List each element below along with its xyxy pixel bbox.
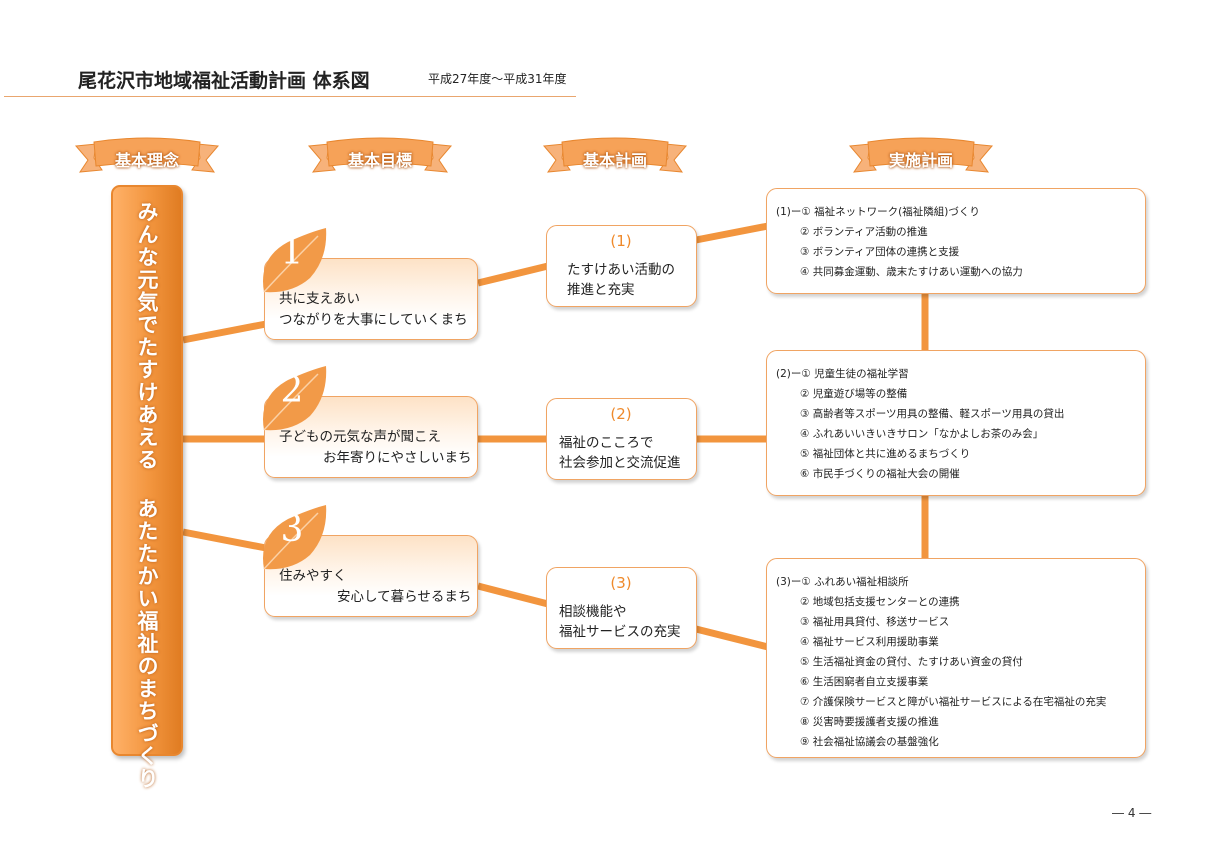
implementation-item: (1)ー① 福祉ネットワーク(福祉隣組)づくり (776, 206, 980, 218)
implementation-item: ② 児童遊び場等の整備 (800, 388, 908, 400)
implementation-item: (3)ー① ふれあい福祉相談所 (776, 576, 909, 588)
connector-goal3-plan3 (477, 582, 549, 608)
plan-line: たすけあい活動の (567, 262, 675, 278)
title-underline (4, 96, 576, 97)
plan-line: 福祉サービスの充実 (559, 624, 681, 640)
ribbon-icon (74, 137, 220, 173)
leaf-icon (263, 228, 327, 293)
implementation-item: ③ 福祉用具貸付、移送サービス (800, 616, 950, 628)
plan-line: 推進と充実 (567, 282, 635, 298)
ribbon-icon (848, 137, 994, 173)
column-header-basic-goals: 基本目標 (305, 136, 455, 180)
implementation-item: ⑧ 災害時要援護者支援の推進 (800, 716, 939, 728)
connector-motto-goal3 (182, 528, 267, 552)
leaf-badge-1: 1 (258, 228, 338, 300)
implementation-item: ② ボランティア活動の推進 (800, 226, 928, 238)
column-header-basic-plan: 基本計画 (540, 136, 690, 180)
implementation-item: ④ 福祉サービス利用援助事業 (800, 636, 939, 648)
implementation-item: ⑤ 生活福祉資金の貸付、たすけあい資金の貸付 (800, 656, 1023, 668)
implementation-item: ③ 高齢者等スポーツ用具の整備、軽スポーツ用具の貸出 (800, 408, 1065, 420)
leaf-icon (263, 505, 327, 570)
goal-number: 1 (280, 232, 304, 273)
plan-number: (3) (610, 574, 632, 592)
column-header-implementation-plan: 実施計画 (846, 136, 996, 180)
leaf-badge-3: 3 (258, 505, 338, 577)
page-number: ― 4 ― (1112, 806, 1152, 820)
implementation-box-1: (1)ー① 福祉ネットワーク(福祉隣組)づくり ② ボランティア活動の推進 ③ … (766, 188, 1146, 294)
connector-plan1-impl1 (695, 222, 769, 244)
implementation-list: (3)ー① ふれあい福祉相談所 ② 地域包括支援センターとの連携 ③ 福祉用具貸… (767, 559, 1145, 752)
plan-line: 相談機能や (559, 604, 627, 620)
implementation-item: ⑨ 社会福祉協議会の基盤強化 (800, 736, 939, 748)
implementation-box-2: (2)ー① 児童生徒の福祉学習 ② 児童遊び場等の整備 ③ 高齢者等スポーツ用具… (766, 350, 1146, 496)
plan-box-3: (3) 相談機能や 福祉サービスの充実 (546, 567, 697, 649)
leaf-icon (263, 366, 327, 431)
goal-line: 共に支えあい (279, 291, 360, 307)
plan-line: 社会参加と交流促進 (559, 455, 681, 471)
implementation-item: ⑥ 市民手づくりの福祉大会の開催 (800, 468, 960, 480)
connector-goal1-plan1 (477, 262, 549, 287)
column-header-basic-philosophy: 基本理念 (72, 136, 222, 180)
implementation-item: ③ ボランティア団体の連携と支援 (800, 246, 960, 258)
implementation-item: ⑤ 福祉団体と共に進めるまちづくり (800, 448, 971, 460)
goal-line: 子どもの元気な声が聞こえ (279, 429, 441, 445)
plan-box-2: (2) 福祉のこころで 社会参加と交流促進 (546, 398, 697, 480)
implementation-item: (2)ー① 児童生徒の福祉学習 (776, 368, 909, 380)
goal-number: 2 (280, 370, 304, 411)
implementation-list: (1)ー① 福祉ネットワーク(福祉隣組)づくり ② ボランティア活動の推進 ③ … (767, 189, 1145, 282)
implementation-item: ⑦ 介護保険サービスと障がい福祉サービスによる在宅福祉の充実 (800, 696, 1107, 708)
goal-line: お年寄りにやさしいまち (323, 450, 472, 466)
implementation-list: (2)ー① 児童生徒の福祉学習 ② 児童遊び場等の整備 ③ 高齢者等スポーツ用具… (767, 351, 1145, 484)
goal-number: 3 (280, 509, 304, 550)
goal-line: 安心して暮らせるまち (337, 589, 472, 605)
page-title: 尾花沢市地域福祉活動計画 体系図 (78, 70, 370, 92)
connector-plan3-impl3 (695, 625, 769, 651)
plan-line: 福祉のこころで (559, 435, 654, 451)
plan-number: (1) (610, 232, 632, 250)
implementation-item: ④ ふれあいいきいきサロン「なかよしお茶のみ会」 (800, 428, 1044, 440)
ribbon-icon (542, 137, 688, 173)
implementation-box-3: (3)ー① ふれあい福祉相談所 ② 地域包括支援センターとの連携 ③ 福祉用具貸… (766, 558, 1146, 758)
implementation-item: ⑥ 生活困窮者自立支援事業 (800, 676, 929, 688)
implementation-item: ④ 共同募金運動、歳末たすけあい運動への協力 (800, 266, 1023, 278)
basic-philosophy-box: みんな元気でたすけあえる あたたかい福祉のまちづくり (111, 185, 183, 790)
basic-philosophy-text: みんな元気でたすけあえる あたたかい福祉のまちづくり (135, 201, 160, 790)
leaf-badge-2: 2 (258, 366, 338, 438)
plan-box-1: (1) たすけあい活動の 推進と充実 (546, 225, 697, 307)
ribbon-icon (307, 137, 453, 173)
goal-box-1: 共に支えあい つながりを大事にしていくまち (264, 258, 478, 340)
connector-motto-goal1 (182, 320, 267, 344)
implementation-item: ② 地域包括支援センターとの連携 (800, 596, 960, 608)
plan-period: 平成27年度〜平成31年度 (428, 72, 567, 86)
plan-number: (2) (610, 405, 632, 423)
goal-line: つながりを大事にしていくまち (279, 312, 468, 328)
goal-line: 住みやすく (279, 568, 347, 584)
